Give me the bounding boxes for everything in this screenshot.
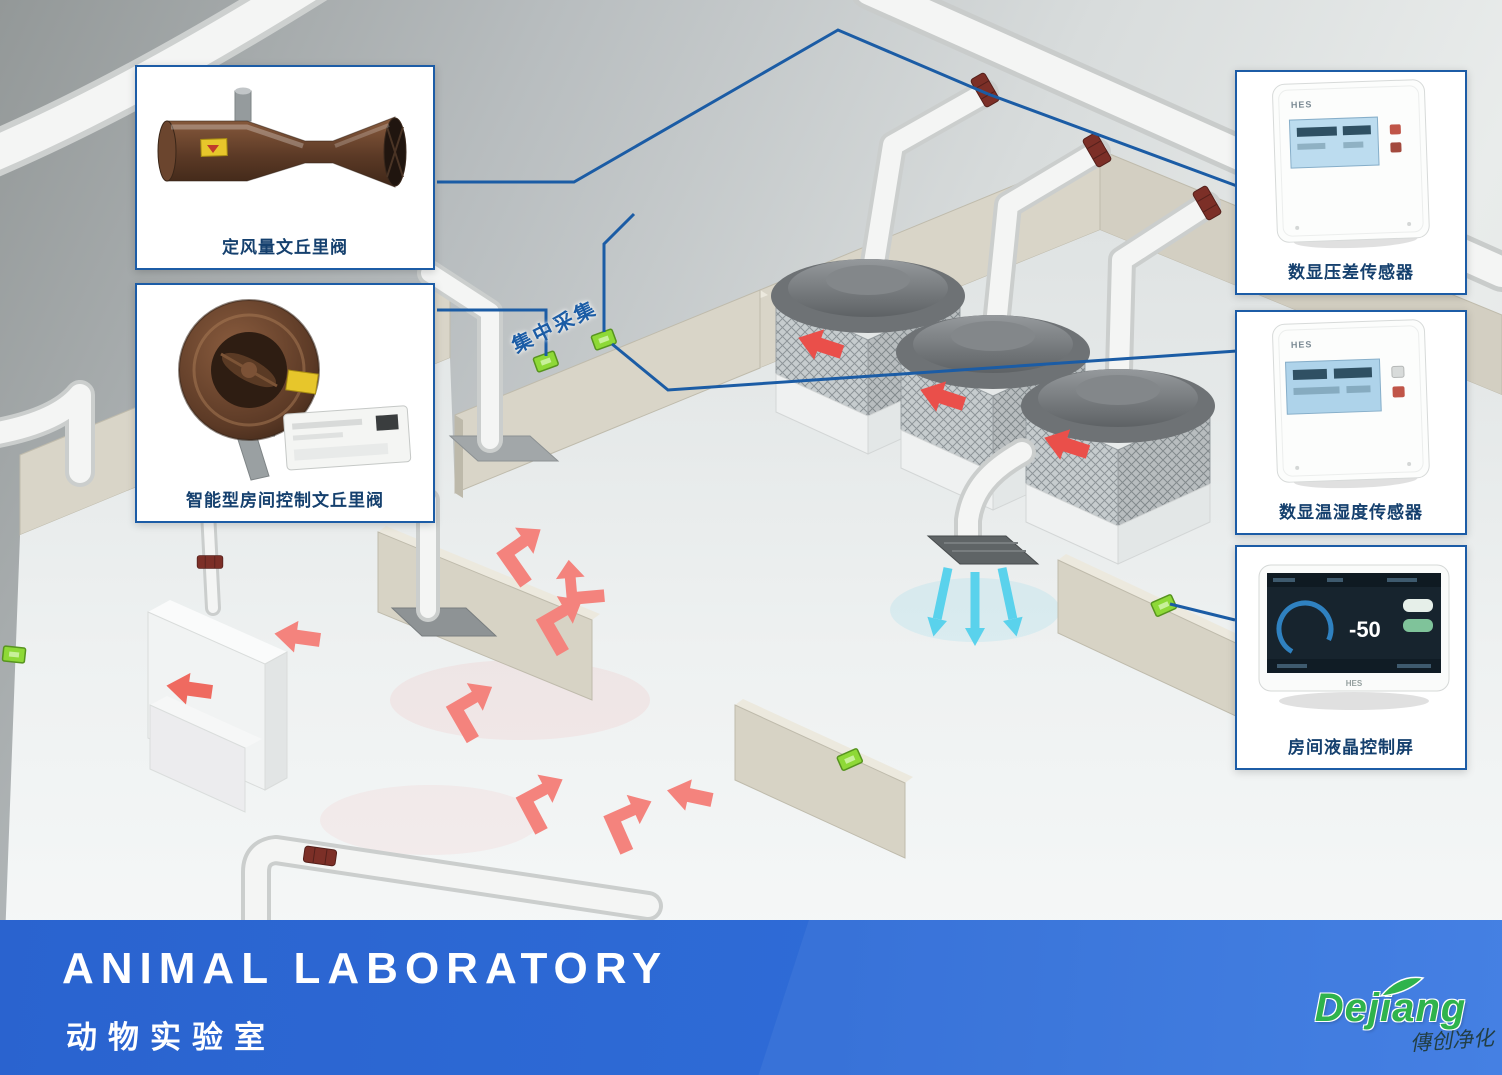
callout-temp-humidity-sensor: HES 数显温湿度传感器 bbox=[1235, 310, 1467, 535]
animal-cage bbox=[771, 259, 965, 455]
sensor-brand-text: HES bbox=[1291, 99, 1313, 110]
lcd-control-panel-image: -50 HES bbox=[1258, 564, 1450, 710]
gauge-arc bbox=[1276, 600, 1334, 658]
smart-venturi-valve-image bbox=[178, 299, 412, 481]
sensor-button bbox=[1392, 386, 1405, 398]
panel-brand-text: HES bbox=[1346, 679, 1363, 688]
floor-reflection-red bbox=[390, 660, 650, 740]
sensor-button bbox=[1390, 142, 1402, 153]
callout-label-pressure-sensor: 数显压差传感器 bbox=[1288, 263, 1414, 282]
temp-humidity-sensor-image: HES bbox=[1272, 319, 1430, 489]
bottom-left-duct bbox=[241, 835, 663, 947]
sensor-brand-text: HES bbox=[1291, 339, 1313, 350]
sensor-button bbox=[1391, 365, 1405, 378]
leaf-icon bbox=[1379, 972, 1425, 1003]
airflow-arrows-cyan bbox=[927, 567, 1023, 646]
panel-reading-text: -50 bbox=[1349, 617, 1381, 642]
panel-pill-button bbox=[1403, 599, 1433, 612]
cav-venturi-valve-image bbox=[157, 87, 407, 188]
panel-pill-button bbox=[1403, 619, 1433, 632]
left-duct bbox=[0, 380, 95, 487]
callout-label-temp-humidity-sensor: 数显温湿度传感器 bbox=[1279, 503, 1423, 522]
banner: ANIMAL LABORATORY 动物实验室 bbox=[0, 920, 1502, 1075]
banner-subtitle: 动物实验室 bbox=[66, 1020, 276, 1055]
callout-label-cav-valve: 定风量文丘里阀 bbox=[222, 238, 348, 257]
floor-reflection-red bbox=[320, 785, 540, 855]
sensor-button bbox=[1389, 124, 1401, 135]
exhaust-cabinet bbox=[147, 463, 288, 813]
center-duct-drop bbox=[417, 260, 560, 462]
animal-cages bbox=[771, 259, 1215, 565]
sensor-chip-green bbox=[1, 645, 27, 664]
logo-dejiang: Dejiang 傳创净化 bbox=[1283, 976, 1498, 1059]
sensor-lcd bbox=[1288, 116, 1380, 169]
callout-lcd-control-panel: -50 HES 房间液晶控制屏 bbox=[1235, 545, 1467, 770]
callout-cav-venturi-valve: 定风量文丘里阀 bbox=[135, 65, 435, 270]
pressure-sensor-image: HES bbox=[1272, 79, 1430, 249]
valve-actuator bbox=[283, 405, 412, 471]
callout-pressure-sensor: HES 数显压差传感器 bbox=[1235, 70, 1467, 295]
panel-screen bbox=[1267, 573, 1441, 673]
callout-label-lcd-panel: 房间液晶控制屏 bbox=[1288, 738, 1414, 757]
ceiling-vent bbox=[926, 438, 1040, 565]
callout-label-smart-valve: 智能型房间控制文丘里阀 bbox=[186, 491, 384, 510]
banner-title: ANIMAL LABORATORY bbox=[62, 944, 669, 993]
callout-smart-venturi-valve: 智能型房间控制文丘里阀 bbox=[135, 283, 435, 523]
callout-connectors bbox=[437, 28, 1238, 622]
valve-label-sticker bbox=[285, 369, 319, 395]
valve-sensor-fitting bbox=[234, 90, 252, 122]
venturi-body bbox=[166, 116, 396, 188]
